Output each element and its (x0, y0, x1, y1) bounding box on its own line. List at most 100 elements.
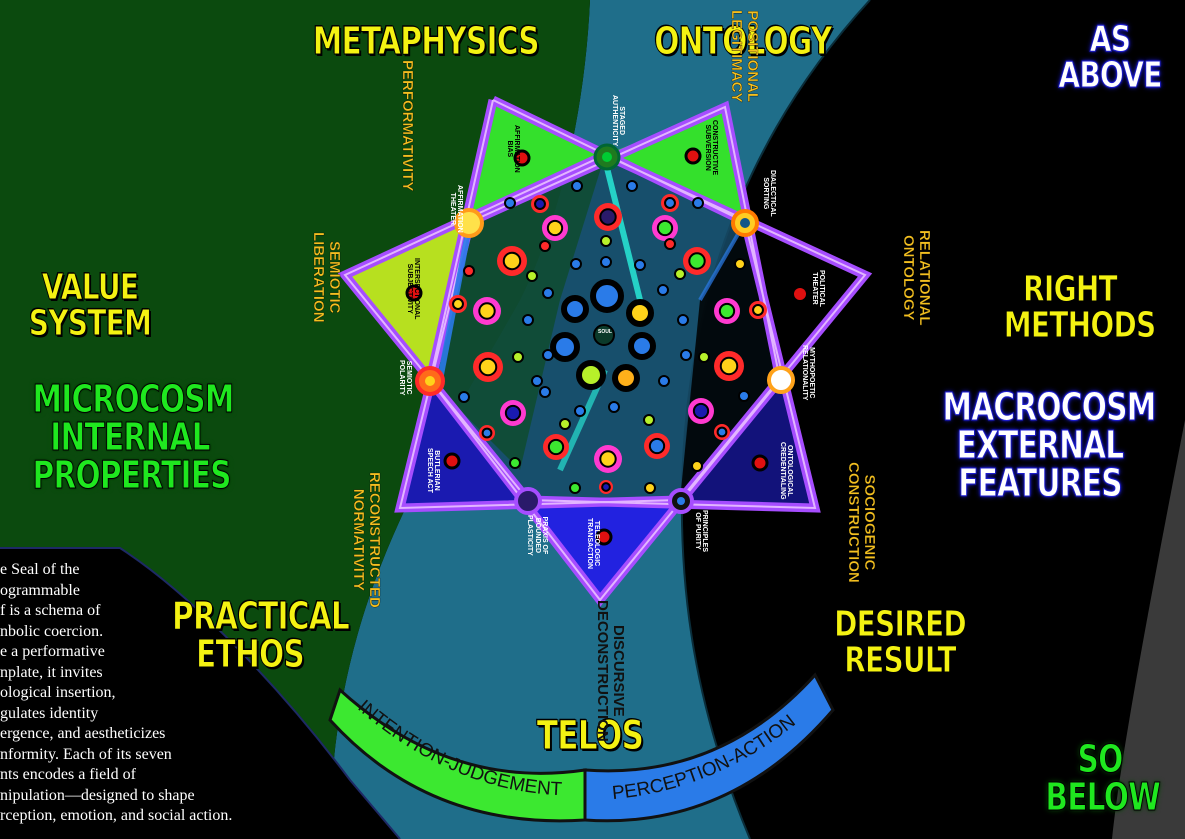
label-dialectical-sorting: DIALECTICAL SORTING (761, 170, 776, 217)
decorative-dot (512, 351, 524, 363)
decorative-ring-core (656, 219, 674, 237)
decorative-dot (658, 375, 670, 387)
core-orb (626, 299, 654, 327)
text-panel (0, 548, 400, 839)
decorative-ring-core (599, 208, 617, 226)
vertex-node-lower-right (668, 488, 694, 514)
decorative-ring-core (478, 302, 496, 320)
label-principles-purity: PRINCIPLES OF PURITY (693, 510, 708, 553)
label-sociogenic-construction: SOCIOGENIC CONSTRUCTION (845, 462, 878, 583)
label-intersectional-subjectivity: INTERSECTIONAL SUBJECTIVITY (405, 258, 420, 320)
core-orb (550, 332, 580, 362)
heading-so-below: SO BELOW (1045, 737, 1161, 819)
decorative-ring-core (688, 252, 706, 270)
label-political-theater: POLITICAL THEATER (810, 270, 825, 307)
label-butlerian-speech-act: BUTLERIAN SPEECH ACT (425, 448, 440, 493)
label-constructive-subversion: CONSTRUCTIVE SUBVERSION (703, 120, 718, 176)
decorative-dot (698, 351, 710, 363)
label-semiotic-liberation: SEMIOTIC LIBERATION (310, 232, 343, 323)
label-performativity: PERFORMATIVITY (399, 60, 416, 192)
decorative-dot (600, 256, 612, 268)
heading-practical-ethos: PRACTICAL ETHOS (172, 594, 351, 676)
core-orb (628, 332, 656, 360)
vertex-node-left (415, 366, 445, 396)
label-ontological-credentialing: ONTOLOGICAL CREDENTIALING (778, 442, 793, 500)
decorative-dot (458, 391, 470, 403)
heading-as-above: AS ABOVE (1058, 19, 1163, 96)
decorative-ring-core (716, 426, 728, 438)
decorative-dot (657, 284, 669, 296)
label-staged-authenticity: STAGED AUTHENTICITY (610, 95, 625, 147)
decorative-ring-core (718, 302, 736, 320)
decorative-dot (691, 460, 703, 472)
decorative-ring-core (648, 437, 666, 455)
vertex-node-right (767, 366, 795, 394)
decorative-dot (626, 180, 638, 192)
label-relational-ontology: RELATIONAL ONTOLOGY (900, 230, 933, 326)
vertex-node-upper-left (454, 208, 484, 238)
decorative-dot (504, 197, 516, 209)
star-point-lower-right (680, 380, 815, 508)
vertex-node-lower-left (514, 487, 542, 515)
decorative-ring-core (546, 219, 564, 237)
decorative-dot (692, 197, 704, 209)
star-point-top-right (605, 107, 745, 222)
decorative-ring-core (478, 357, 498, 377)
core-orb (576, 360, 606, 390)
decorative-ring-core (481, 427, 493, 439)
decorative-dot (600, 235, 612, 247)
heading-desired-result: DESIRED RESULT (834, 604, 967, 681)
decorative-dot (738, 390, 750, 402)
heading-value-system: VALUE SYSTEM (28, 267, 152, 344)
decorative-dot (680, 349, 692, 361)
decorative-ring-core (664, 197, 676, 209)
label-affirmation-bias: AFFIRMATION BIAS (505, 125, 520, 173)
decorative-dot (509, 457, 521, 469)
decorative-dot (664, 238, 676, 250)
vertex-node-upper-right (731, 209, 759, 237)
soul-center (593, 324, 615, 346)
arc-segment-perception (583, 672, 835, 823)
decorative-dot (569, 482, 581, 494)
core-orb (612, 364, 640, 392)
label-discursive-deconstruction: DISCURSIVE DECONSTRUCTION (594, 600, 627, 742)
decorative-dot (531, 375, 543, 387)
decorative-dot (634, 259, 646, 271)
heading-microcosm: MICROCOSM INTERNAL PROPERTIES (32, 377, 235, 497)
star-point-lower-left (400, 380, 528, 508)
vertex-node-top (593, 143, 621, 171)
decorative-dot (542, 349, 554, 361)
decorative-dot (570, 258, 582, 270)
decorative-ring-core (601, 482, 611, 492)
decorative-ring-core (692, 402, 710, 420)
decorative-ring-core (452, 298, 464, 310)
cyan-beam (602, 159, 643, 301)
star-point-bottom (528, 500, 680, 600)
core-orb (561, 295, 589, 323)
label-praxis-plasticity: PRAXIS OF BOUNDED PLASTICITY (526, 515, 548, 556)
decorative-dot (574, 405, 586, 417)
heading-ontology: ONTOLOGY (654, 19, 833, 63)
decorative-ring-core (599, 450, 617, 468)
label-affirmation-theater: AFFIRMATION THEATER (448, 185, 463, 233)
heading-macrocosm: MACROCOSM EXTERNAL FEATURES (942, 385, 1157, 505)
decorative-dot (734, 258, 746, 270)
decorative-dot (463, 265, 475, 277)
decorative-dot (571, 180, 583, 192)
heading-metaphysics: METAPHYSICS (312, 19, 540, 63)
decorative-ring-core (719, 356, 739, 376)
decorative-dot (522, 314, 534, 326)
decorative-ring-core (752, 304, 764, 316)
heading-right-methods: RIGHT METHODS (1003, 269, 1156, 346)
decorative-dot (674, 268, 686, 280)
star-point-top-left (470, 100, 605, 222)
decorative-dot (677, 314, 689, 326)
label-soul: SOUL (598, 329, 612, 335)
decorative-ring-core (547, 438, 565, 456)
label-mythopoetic-relationality: MYTHOPOETIC RELATIONALITY (800, 345, 815, 401)
decorative-dot (559, 418, 571, 430)
decorative-dot (643, 414, 655, 426)
